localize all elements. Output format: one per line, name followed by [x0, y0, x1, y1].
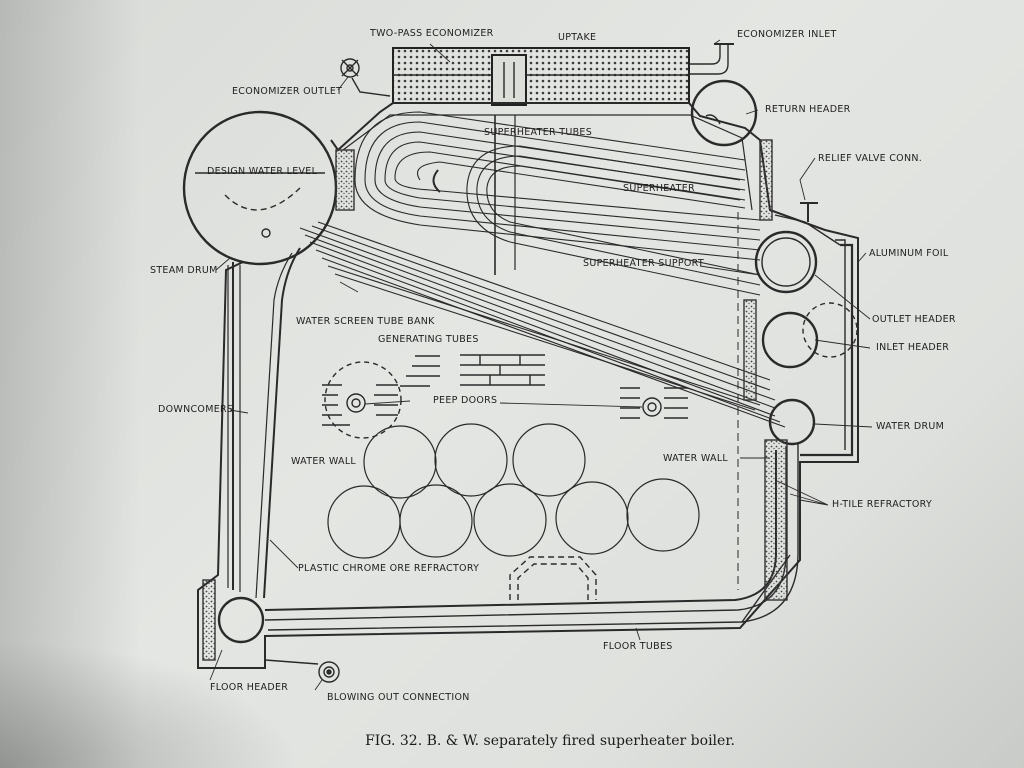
burner-openings	[327, 423, 700, 559]
economizer-inlet-pipe	[689, 43, 734, 75]
floor-tubes	[264, 439, 799, 631]
steam-drum	[182, 110, 338, 266]
leader-lines	[209, 39, 873, 691]
inlet-header	[761, 302, 858, 369]
label-economizer-inlet: ECONOMIZER INLET	[737, 29, 837, 40]
downcomers	[227, 262, 241, 592]
refractory-left	[335, 149, 355, 211]
label-h-tile-refractory: H-TILE REFRACTORY	[832, 499, 933, 510]
label-superheater: SUPERHEATER	[623, 183, 695, 194]
superheater-tubes	[354, 111, 761, 296]
label-floor-header: FLOOR HEADER	[210, 682, 289, 693]
brickwork	[400, 354, 545, 387]
figure-caption: FIG. 32. B. & W. separately fired superh…	[365, 733, 735, 749]
economizer	[392, 47, 690, 106]
label-water-wall-right: WATER WALL	[663, 453, 729, 464]
label-superheater-tubes: SUPERHEATER TUBES	[484, 127, 593, 138]
label-water-drum: WATER DRUM	[876, 421, 945, 432]
label-peep-doors: PEEP DOORS	[433, 395, 498, 406]
peep-doors	[322, 361, 688, 439]
boiler-casing	[197, 102, 859, 669]
label-design-water-level: DESIGN WATER LEVEL	[207, 166, 318, 177]
label-uptake: UPTAKE	[558, 32, 597, 43]
water-drum	[768, 398, 816, 446]
access-door	[509, 556, 597, 600]
label-two-pass-economizer: TWO-PASS ECONOMIZER	[370, 28, 494, 39]
label-water-wall-left: WATER WALL	[291, 456, 357, 467]
label-generating-tubes: GENERATING TUBES	[378, 334, 479, 345]
label-plastic-chrome-ore-refractory: PLASTIC CHROME ORE REFRACTORY	[298, 563, 480, 574]
label-return-header: RETURN HEADER	[765, 104, 851, 115]
outlet-header	[754, 230, 818, 294]
label-economizer-outlet: ECONOMIZER OUTLET	[232, 86, 343, 97]
label-outlet-header: OUTLET HEADER	[872, 314, 956, 325]
blowing-out-connection	[264, 659, 340, 683]
aluminum-foil-casing	[743, 139, 854, 457]
relief-valve	[774, 202, 841, 246]
label-relief-valve-conn: RELIEF VALVE CONN.	[818, 153, 923, 164]
label-floor-tubes: FLOOR TUBES	[603, 641, 673, 652]
floor-header	[202, 579, 265, 661]
label-water-screen-tube-bank: WATER SCREEN TUBE BANK	[296, 316, 435, 327]
generating-tubes	[299, 221, 786, 428]
label-blowing-out-connection: BLOWING OUT CONNECTION	[327, 692, 470, 703]
left-water-wall	[255, 247, 301, 599]
label-superheater-support: SUPERHEATER SUPPORT	[583, 258, 704, 269]
label-steam-drum: STEAM DRUM	[150, 265, 218, 276]
label-inlet-header: INLET HEADER	[876, 342, 950, 353]
label-aluminum-foil: ALUMINUM FOIL	[869, 248, 949, 259]
label-downcomers: DOWNCOMERS	[158, 404, 234, 415]
return-header	[690, 79, 758, 147]
economizer-outlet-valve	[340, 58, 391, 97]
